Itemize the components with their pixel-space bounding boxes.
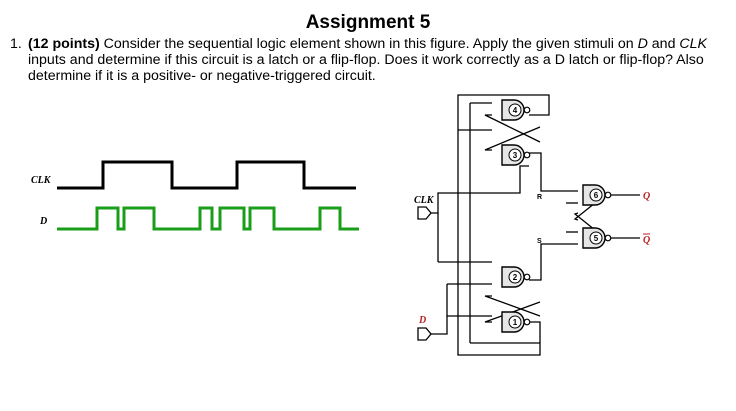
q-label: Q	[643, 191, 650, 202]
question-points: (12 points)	[28, 36, 100, 52]
gate-label-2: 2	[513, 273, 518, 282]
circuit-clk-label: CLK	[414, 195, 435, 206]
gate-label-5: 5	[594, 234, 599, 243]
waveform-area: CLK D	[31, 160, 359, 231]
clk-wave-label: CLK	[31, 175, 52, 186]
gate-label-3: 3	[513, 151, 518, 160]
gate-label-4: 4	[513, 106, 518, 115]
question-number: 1.	[10, 36, 22, 52]
d-wave-label: D	[39, 216, 47, 227]
question-text-part-3: inputs and determine if this circuit is …	[28, 52, 704, 84]
circuit-d-label: D	[418, 315, 426, 326]
question-text-part-2: and	[647, 36, 680, 52]
clk-waveform	[57, 160, 356, 190]
gate-label-6: 6	[594, 191, 599, 200]
gate-label-1: 1	[513, 318, 518, 327]
question-var-d: D	[637, 36, 648, 52]
qbar-label: Q	[643, 235, 650, 246]
question-text: (12 points) Consider the sequential logi…	[28, 36, 726, 84]
circuit-diagram	[417, 94, 640, 356]
s-label: S	[537, 238, 542, 245]
question-text-part-1: Consider the sequential logic element sh…	[99, 36, 638, 52]
question-1: 1. (12 points) Consider the sequential l…	[10, 36, 726, 84]
d-waveform	[57, 206, 359, 231]
page-title: Assignment 5	[305, 12, 431, 33]
r-label: R	[537, 194, 542, 201]
question-var-clk: CLK	[679, 36, 708, 52]
